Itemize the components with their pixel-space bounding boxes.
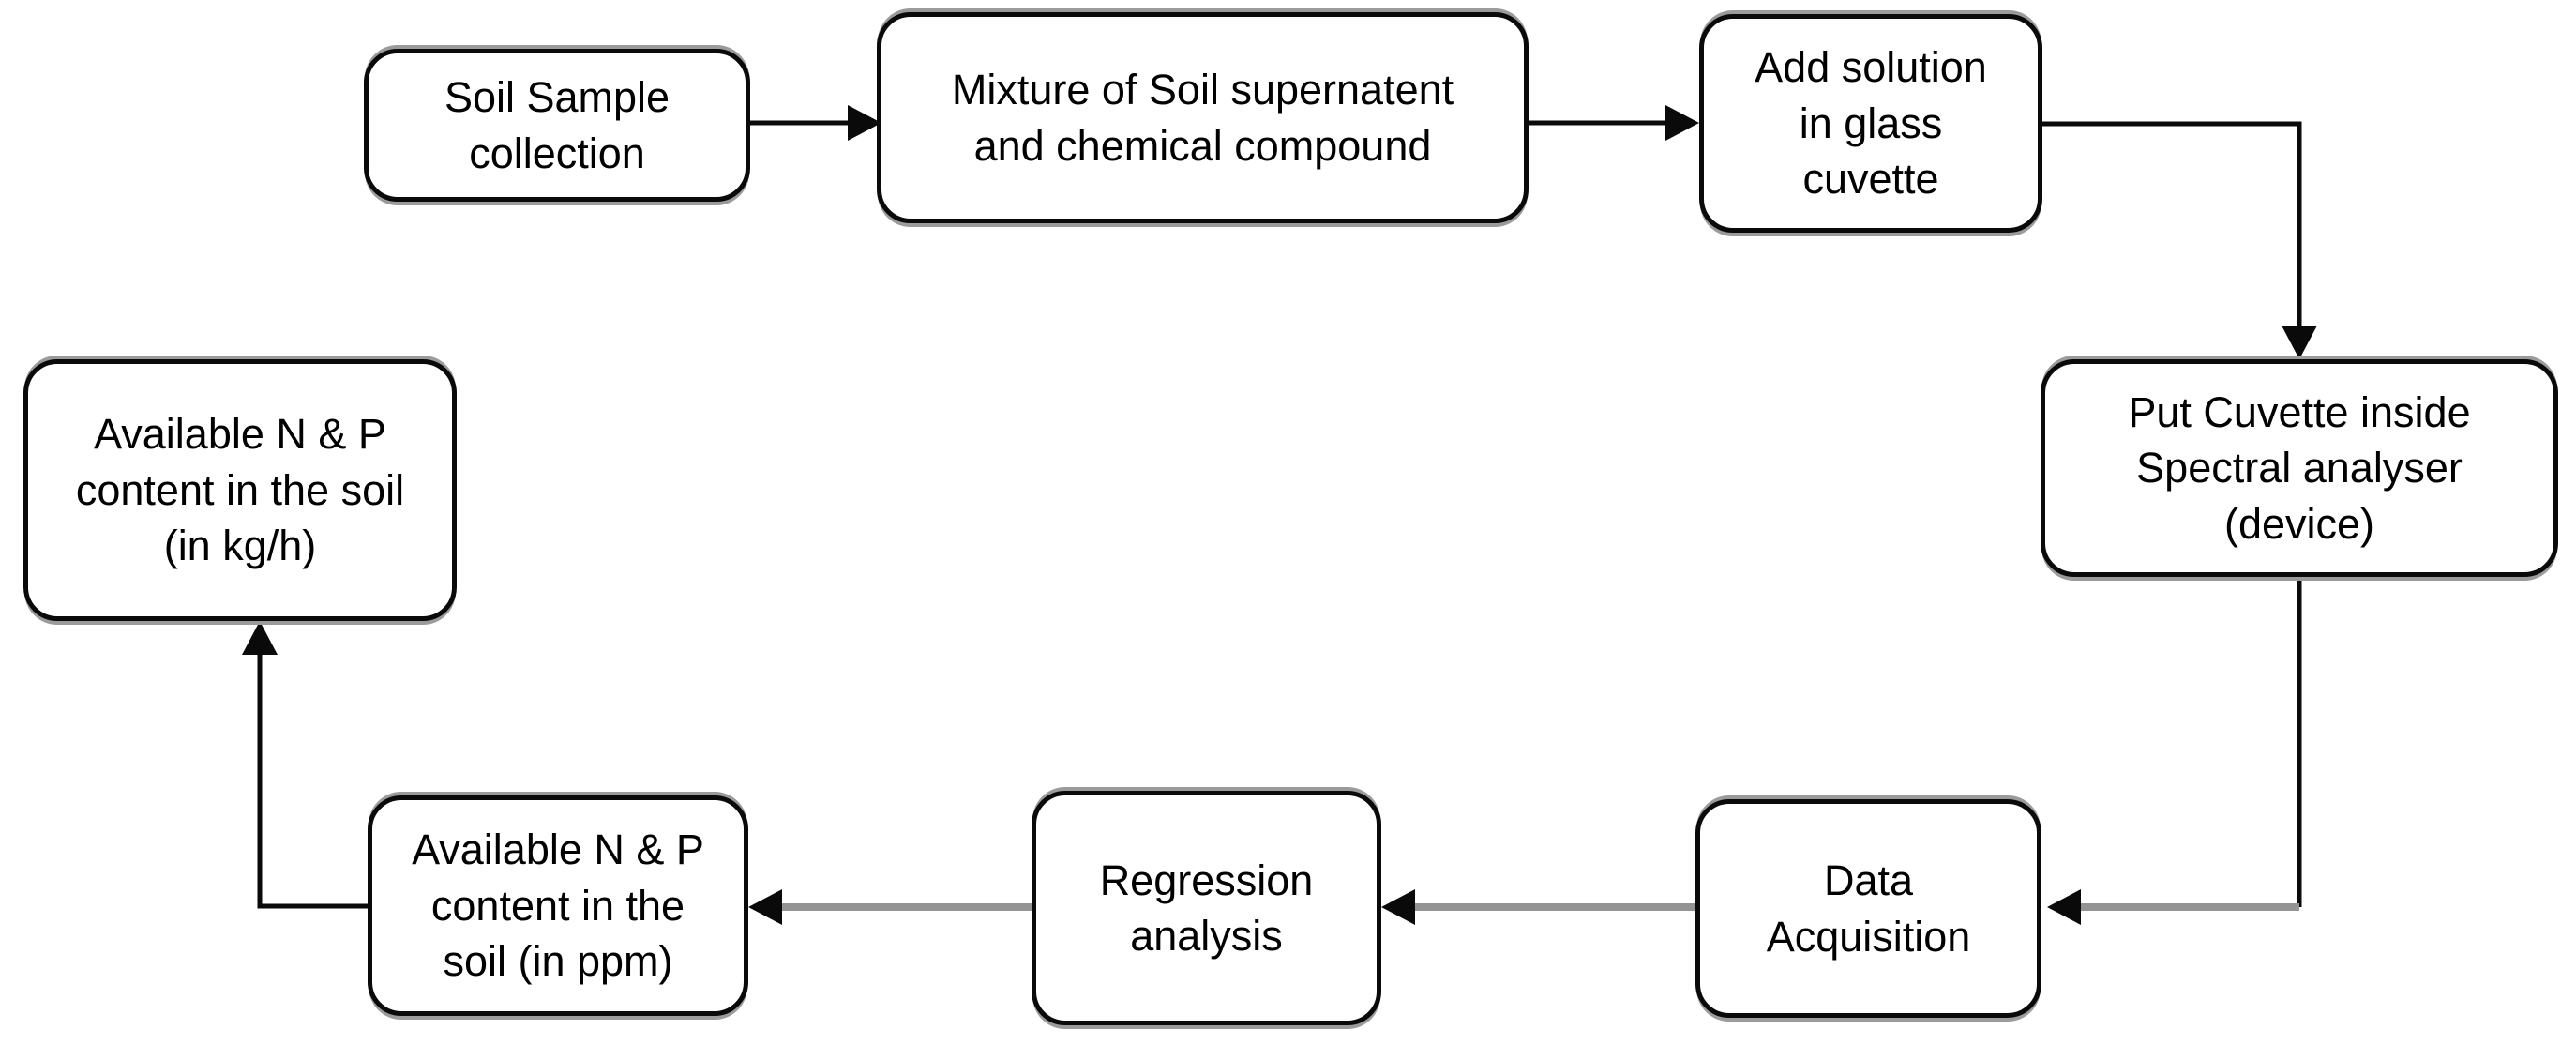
edge-put-cuvette-to-data-acquisition <box>2047 577 2302 925</box>
node-put-cuvette-analyser: Put Cuvette inside Spectral analyser (de… <box>2041 359 2558 577</box>
arrowhead-left-icon <box>2047 889 2081 925</box>
arrowhead-up-icon <box>242 621 278 655</box>
node-data-acquisition: Data Acquisition <box>1695 799 2041 1018</box>
edge-available-ppm-to-available-kgh <box>242 621 368 909</box>
edge-regression-to-available-ppm <box>748 889 1032 925</box>
edge-data-acquisition-to-regression <box>1381 889 1695 925</box>
arrowhead-left-icon <box>1381 889 1415 925</box>
node-add-solution-cuvette: Add solution in glass cuvette <box>1699 14 2042 233</box>
node-available-np-kgh-label: Available N & P content in the soil (in … <box>75 410 405 570</box>
edge-line <box>257 653 368 909</box>
edge-line <box>2042 121 2302 327</box>
node-mixture-supernatent-label: Mixture of Soil supernatent and chemical… <box>951 66 1454 170</box>
node-available-np-ppm-label: Available N & P content in the soil (in … <box>412 825 704 986</box>
arrowhead-down-icon <box>2282 326 2317 359</box>
node-put-cuvette-analyser-label: Put Cuvette inside Spectral analyser (de… <box>2128 387 2471 548</box>
node-soil-sample-collection-label: Soil Sample collection <box>444 73 670 177</box>
arrowhead-right-icon <box>1665 105 1699 141</box>
node-available-np-kgh: Available N & P content in the soil (in … <box>23 359 457 621</box>
node-regression-analysis-label: Regression analysis <box>1099 856 1314 960</box>
node-mixture-supernatent: Mixture of Soil supernatent and chemical… <box>877 12 1529 223</box>
edge-soil-sample-to-mixture <box>750 105 881 141</box>
node-regression-analysis: Regression analysis <box>1032 791 1381 1025</box>
node-add-solution-cuvette-label: Add solution in glass cuvette <box>1755 43 1987 204</box>
arrowhead-right-icon <box>848 105 881 141</box>
edge-add-solution-to-put-cuvette <box>2042 121 2317 359</box>
edge-mixture-to-add-solution <box>1529 105 1699 141</box>
node-data-acquisition-label: Data Acquisition <box>1766 856 1971 961</box>
node-soil-sample-collection: Soil Sample collection <box>364 49 750 202</box>
node-available-np-ppm: Available N & P content in the soil (in … <box>368 795 748 1016</box>
arrowhead-left-icon <box>748 889 782 925</box>
